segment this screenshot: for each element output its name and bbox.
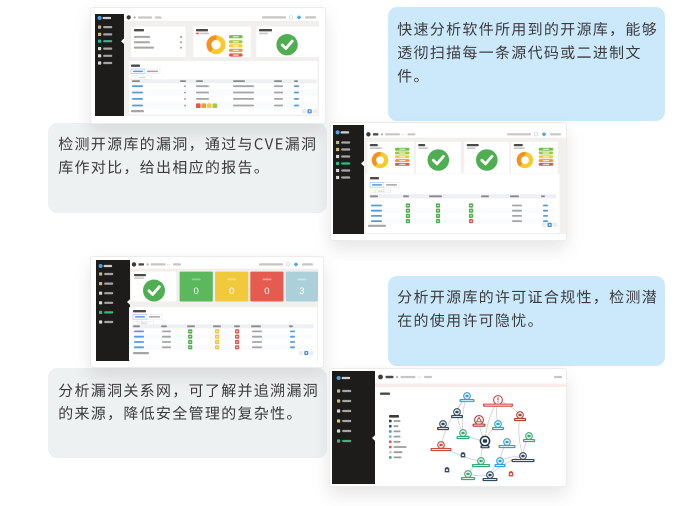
svg-text:0: 0 — [264, 286, 269, 297]
svg-text:0: 0 — [229, 286, 234, 297]
svg-text:3: 3 — [299, 286, 304, 297]
svg-text:0: 0 — [194, 286, 199, 297]
